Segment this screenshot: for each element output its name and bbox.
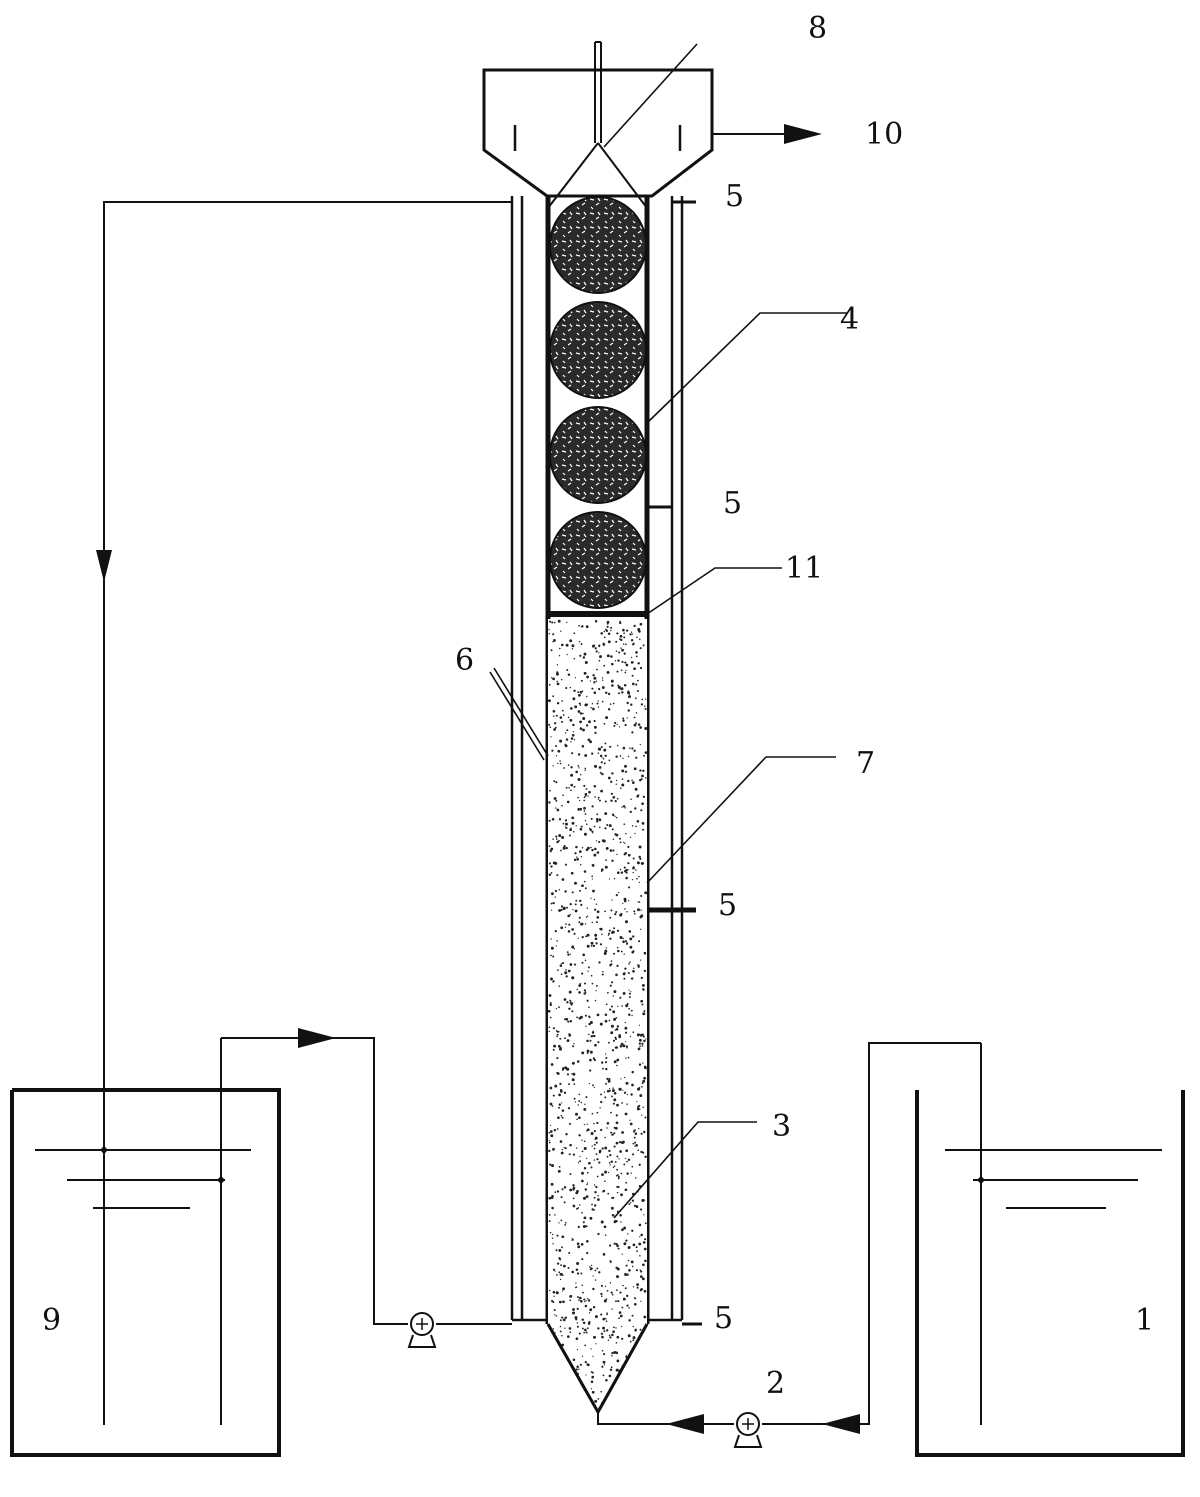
label-9: 9 [42, 1303, 61, 1338]
jacket-left-wall [510, 196, 524, 1320]
media-ball-2 [549, 301, 647, 399]
leader-lines [489, 43, 847, 1219]
label-8: 8 [808, 11, 827, 46]
tank-9 [10, 1038, 281, 1457]
label-2: 2 [766, 1366, 785, 1401]
label-7: 7 [856, 746, 875, 781]
effluent-arrow [784, 124, 822, 144]
sampling-ports [647, 200, 702, 1326]
leader-8 [603, 43, 698, 148]
center-rod [594, 42, 602, 143]
tank-1 [915, 1043, 1185, 1457]
media-balls [549, 196, 647, 609]
sand-bed [548, 619, 647, 1412]
leader-4 [646, 312, 847, 424]
label-5-upper-mid: 5 [723, 486, 742, 521]
label-3: 3 [772, 1109, 791, 1144]
label-10: 10 [865, 117, 903, 152]
callout-labels: 8 10 5 4 5 11 6 7 5 3 9 5 1 2 [42, 11, 1154, 1401]
media-ball-1 [549, 196, 647, 294]
label-5-bottom: 5 [714, 1301, 733, 1336]
leader-11 [646, 567, 782, 615]
recirculation-line [103, 201, 512, 1170]
label-4: 4 [840, 302, 859, 337]
pump-jacket [407, 1312, 437, 1348]
label-1: 1 [1135, 1303, 1154, 1338]
leader-7 [646, 756, 836, 884]
label-6: 6 [455, 643, 474, 678]
label-5-lower-mid: 5 [718, 888, 737, 923]
settling-tank-outline [482, 68, 714, 198]
leader-6 [489, 667, 549, 761]
pump-feed [733, 1412, 763, 1448]
baffles [513, 125, 682, 151]
gas-solid-separator [547, 142, 648, 209]
media-ball-4 [549, 511, 647, 609]
feed-line [597, 1042, 981, 1425]
feed-arrow-left [666, 1414, 704, 1434]
label-11: 11 [785, 551, 823, 586]
jacket-feed-arrow [298, 1028, 336, 1048]
jacket-feed-line [221, 1037, 512, 1325]
leader-3 [613, 1121, 757, 1219]
feed-arrow-right [822, 1414, 860, 1434]
recirculation-arrow [96, 550, 112, 582]
label-5-top: 5 [725, 179, 744, 214]
media-ball-3 [549, 406, 647, 504]
jacket-right-wall [670, 196, 684, 1320]
